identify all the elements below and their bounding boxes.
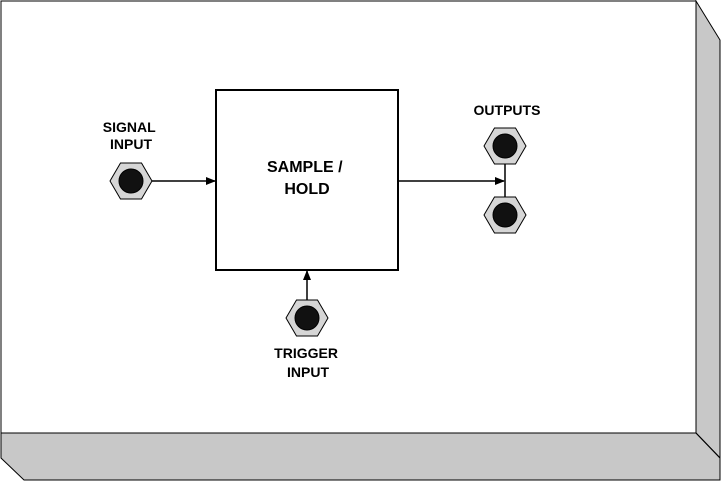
trigger-input-label-line1: TRIGGER bbox=[274, 345, 338, 361]
sample-hold-block: SAMPLE / HOLD bbox=[215, 89, 399, 271]
svg-text:SAMPLE / HOLD: SAMPLE / HOLD bbox=[267, 159, 347, 198]
block-label-line2: HOLD bbox=[284, 181, 329, 198]
output-jack-2[interactable] bbox=[483, 196, 527, 234]
svg-text:SIGNAL INPUT: SIGNAL INPUT bbox=[103, 119, 160, 152]
outputs-label: OUTPUTS bbox=[474, 102, 541, 118]
output-jack-1[interactable] bbox=[483, 127, 527, 165]
signal-input-label-line2: INPUT bbox=[110, 136, 152, 152]
sample-hold-box bbox=[215, 89, 399, 271]
panel-bottom-side bbox=[0, 432, 721, 481]
signal-input-label-line1: SIGNAL bbox=[103, 119, 156, 135]
svg-text:TRIGGER INPUT: TRIGGER INPUT bbox=[274, 345, 342, 380]
trigger-input-label-line2: INPUT bbox=[287, 364, 329, 380]
signal-input-jack[interactable] bbox=[109, 162, 153, 200]
block-label-line1: SAMPLE / bbox=[267, 159, 343, 176]
panel-right-side bbox=[695, 0, 721, 460]
trigger-input-jack[interactable] bbox=[285, 299, 329, 337]
